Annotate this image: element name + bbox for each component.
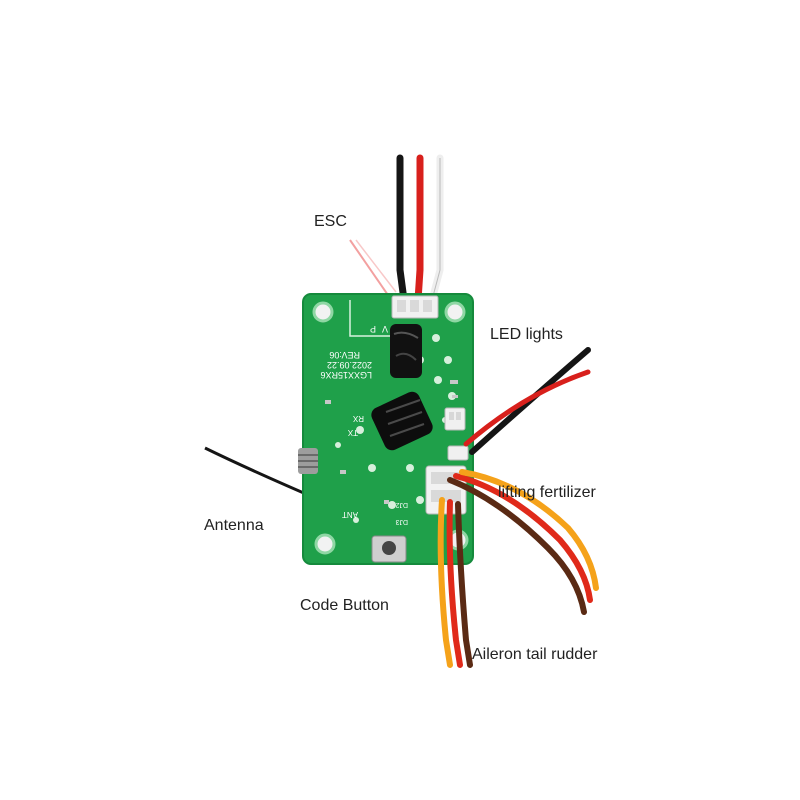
capacitor: [390, 324, 422, 378]
esc-wires: [396, 154, 444, 304]
led-connector: [444, 407, 469, 461]
antenna-coil: [298, 448, 318, 474]
lifting-servo-wires: [447, 469, 599, 615]
receiver-module: [371, 391, 433, 451]
pin-v-text: V: [382, 324, 388, 334]
esc-connector: [391, 295, 439, 319]
esc-pointer-line-2: [355, 239, 397, 293]
esc-label: ESC: [314, 213, 347, 230]
lifting-fertilizer-label: lifting fertilizer: [498, 484, 596, 501]
code-button-label: Code Button: [300, 597, 389, 614]
pin-ant-text: ANT: [342, 510, 358, 519]
aileron-servo-wires: [437, 497, 473, 668]
pin-rx-text: RX: [352, 414, 364, 423]
led-wires: [463, 347, 591, 455]
pin-p-text: P: [370, 324, 376, 334]
pin-dj3-text: DJ3: [395, 518, 408, 525]
led-lights-label: LED lights: [490, 326, 563, 343]
board-model-text: LGXX15RX6: [320, 370, 372, 380]
antenna-label: Antenna: [204, 517, 264, 534]
aileron-tail-rudder-label: Aileron tail rudder: [472, 646, 598, 663]
code-button: [371, 535, 407, 563]
pin-tx-text: TX: [347, 428, 358, 437]
esc-pointer-line: [349, 239, 391, 299]
board-date-text: 2022.09.22: [327, 360, 372, 370]
board-revision-text: REV:06: [329, 350, 360, 360]
pin-dj2-text: DJ2: [395, 501, 408, 508]
